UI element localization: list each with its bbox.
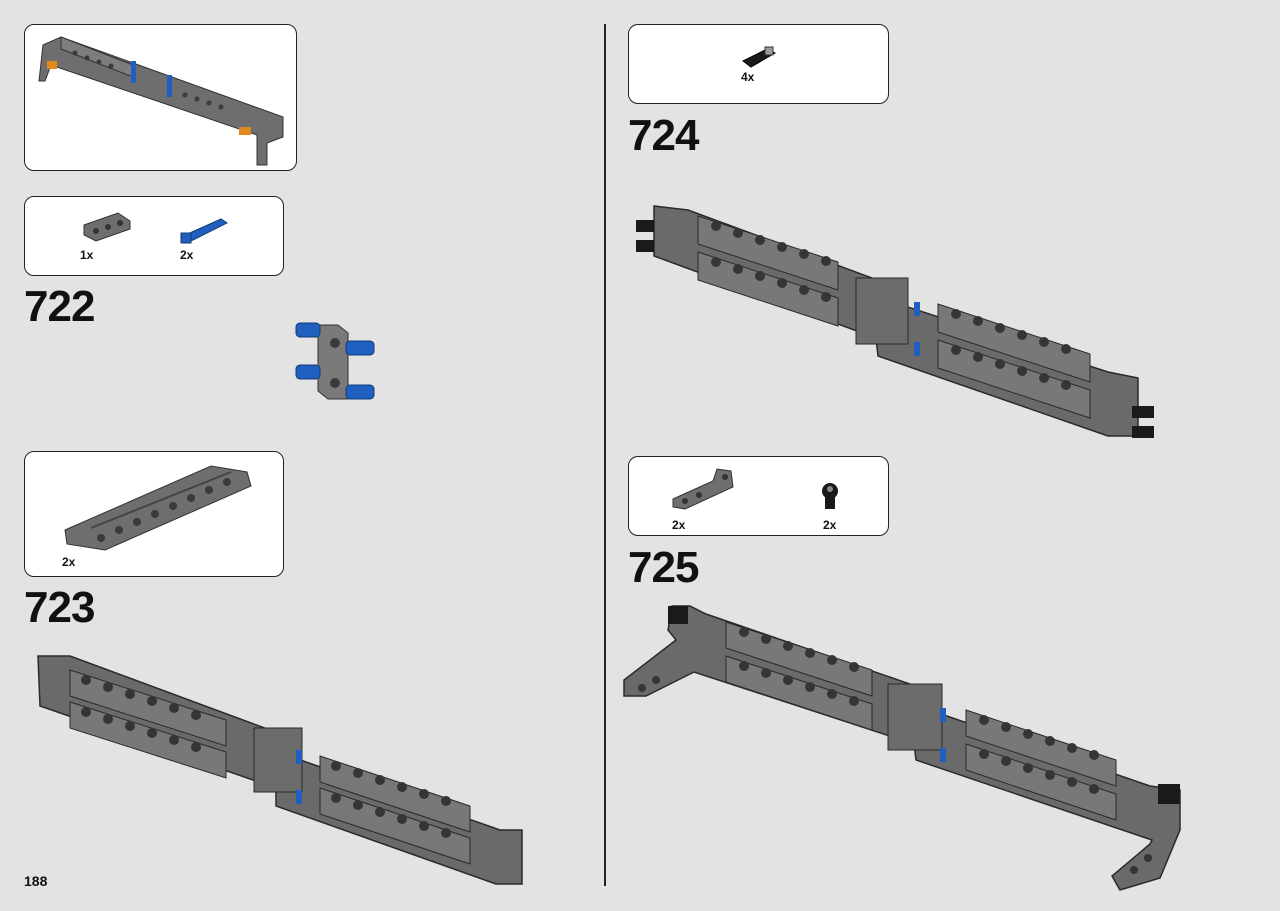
gray-beam-3-icon [83, 212, 131, 242]
previous-step-callout [24, 24, 297, 171]
part-qty-pin: 2x [180, 248, 194, 262]
part-qty-angled-beam: 2x [672, 518, 686, 532]
part-qty-beam: 1x [80, 248, 94, 262]
part-qty-black-pin: 4x [741, 70, 755, 84]
parts-callout-722: 1x 2x [24, 196, 284, 276]
step-number-723: 723 [24, 583, 95, 632]
parts-callout-724: 4x [628, 24, 889, 104]
step-722-model [295, 322, 375, 400]
page-divider [604, 24, 606, 886]
step-724-model [636, 205, 1154, 438]
part-qty-ball-joint: 2x [823, 518, 837, 532]
subassembly-illustration [38, 36, 284, 166]
step-725-model [623, 605, 1181, 891]
step-number-725: 725 [628, 543, 699, 592]
black-pin-icon [742, 46, 777, 68]
gray-angled-beam-icon [672, 468, 734, 510]
step-723-model [37, 655, 523, 885]
parts-callout-725: 2x 2x [628, 456, 889, 536]
gray-panel-beam-icon [64, 465, 252, 551]
step-number-724: 724 [628, 111, 699, 160]
parts-callout-723: 2x [24, 451, 284, 577]
step-number-722: 722 [24, 282, 95, 331]
part-qty-panel: 2x [62, 555, 76, 569]
page-number: 188 [24, 873, 48, 889]
blue-axle-pin-icon [180, 218, 228, 244]
black-ball-joint-icon [822, 483, 838, 509]
